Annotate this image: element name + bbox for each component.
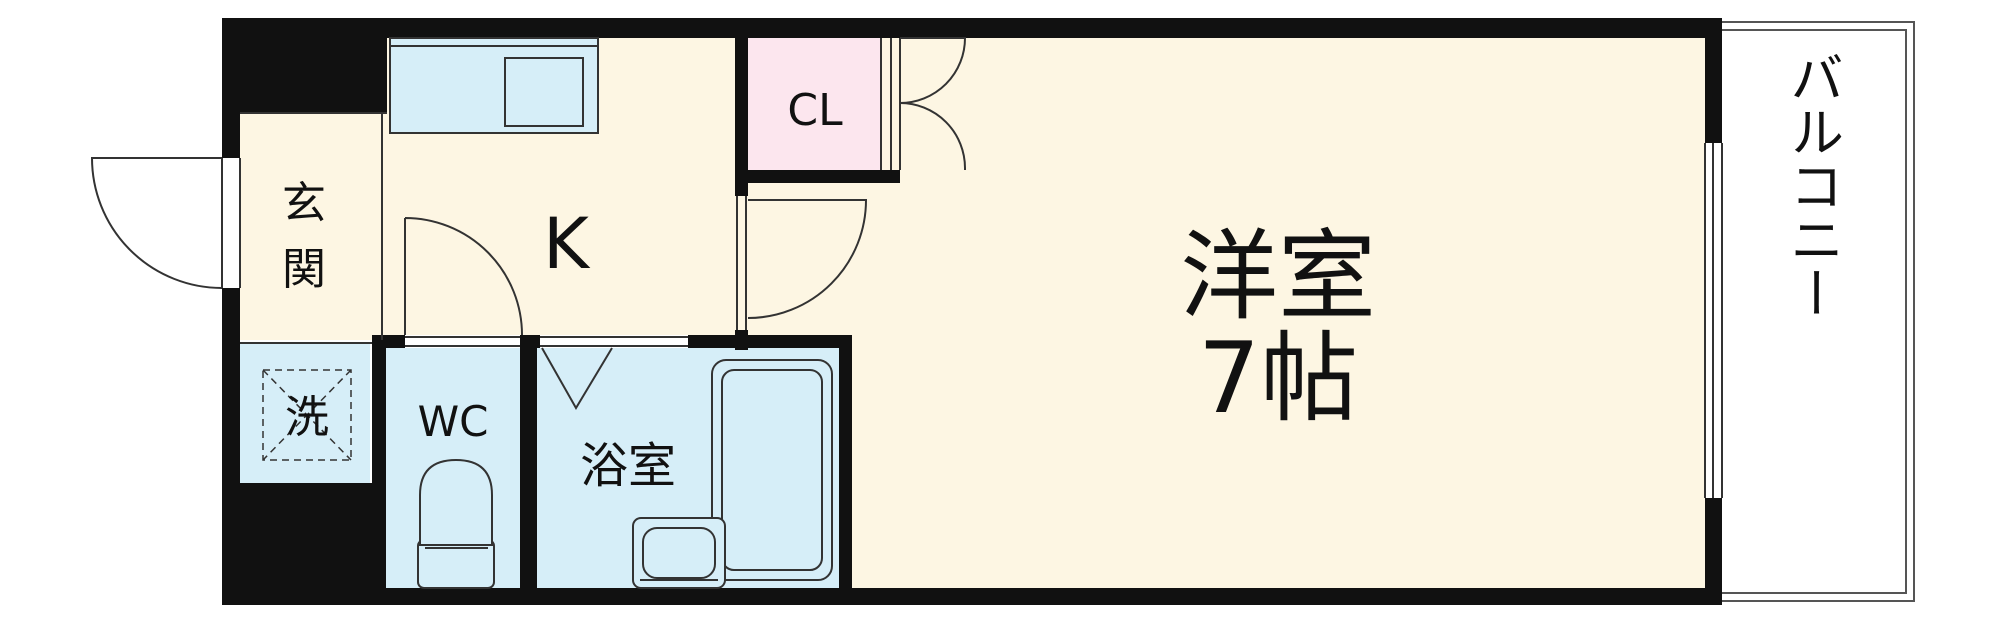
bathtub [711,359,833,581]
balcony-outline [1722,21,1915,602]
bath-door-fold [541,347,613,410]
entrance-door-gap [222,158,240,288]
kitchen-sink [504,57,584,127]
pillar-bottom-left [222,483,372,605]
closet-door-swing [899,37,967,170]
closet-floor [746,38,881,170]
label-western-room: 洋室 [1180,220,1376,334]
outer-wall-bottom [222,588,1722,605]
entrance-door-swing [90,157,223,289]
room-door-swing [747,199,868,319]
toilet-wall-left [372,335,386,605]
wash-basin [632,517,726,589]
label-toilet: WC [418,397,489,446]
partition-wall-kitchen-room [735,38,748,196]
label-washer: 洗 [285,392,329,443]
label-genkan-1: 玄 [282,178,326,229]
western-room-floor [735,38,1705,590]
label-closet: CL [787,85,843,136]
label-bath: 浴室 [580,438,676,494]
label-balcony: バルコニー [1781,50,1844,320]
toilet-bath-wall [520,335,537,605]
label-kitchen: K [543,203,591,285]
closet-wall-bottom [735,170,900,183]
washer-pan [262,369,352,461]
outer-wall-top [222,18,1722,38]
label-western-room-size: 7帖 [1198,322,1358,436]
pillar-top-left [222,18,387,113]
toilet-bowl [419,458,493,546]
kitchen-door-swing [404,217,523,336]
wet-area-wall-right [839,335,852,588]
label-genkan-2: 関 [282,244,326,295]
